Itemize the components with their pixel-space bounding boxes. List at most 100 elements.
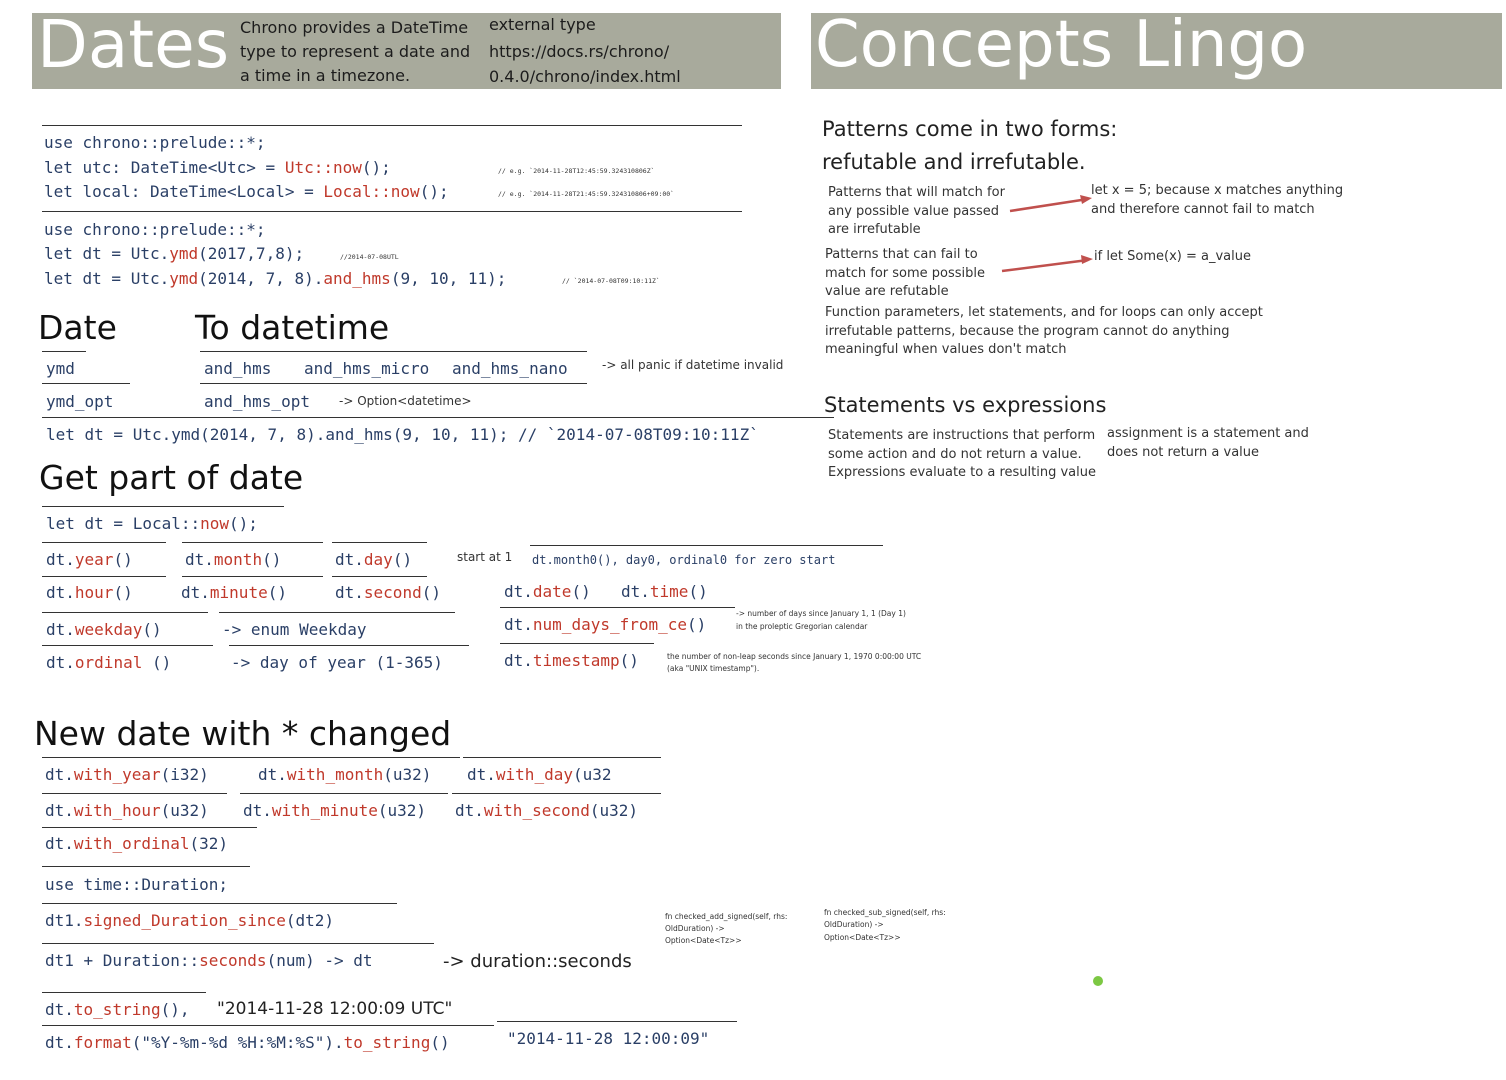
divider xyxy=(452,793,661,794)
fn-with-day: dt.with_day(u32 xyxy=(467,765,612,784)
fn-weekday: dt.weekday() xyxy=(46,620,162,639)
divider xyxy=(200,351,587,352)
external-type-label: external type xyxy=(489,15,596,34)
divider xyxy=(42,943,434,944)
patterns-heading: refutable and irrefutable. xyxy=(822,150,1086,174)
fn-and-hms-nano: and_hms_nano xyxy=(452,359,568,378)
divider xyxy=(42,827,257,828)
example-line: let dt = Utc.ymd(2014, 7, 8).and_hms(9, … xyxy=(46,425,759,444)
checked-add-note: OldDuration) -> xyxy=(665,924,725,933)
divider xyxy=(42,645,213,646)
code-comment: // `2014-07-08T09:10:11Z` xyxy=(562,277,660,285)
start-note: start at 1 xyxy=(457,550,513,564)
fn-year: dt.year() xyxy=(46,550,133,569)
fn-and-hms-micro: and_hms_micro xyxy=(304,359,430,378)
format-value: "2014-11-28 12:00:09" xyxy=(507,1029,710,1048)
fn-signed-duration-since: dt1.signed_Duration_since(dt2) xyxy=(45,911,334,930)
checked-add-note: Option<Date<Tz>> xyxy=(665,936,742,945)
divider xyxy=(42,1025,494,1026)
dates-banner xyxy=(32,13,781,89)
duration-seconds-note: -> duration::seconds xyxy=(443,951,632,972)
divider xyxy=(42,612,208,613)
option-note: -> Option<datetime> xyxy=(339,394,472,408)
divider xyxy=(182,542,323,543)
code-line: use chrono::prelude::*; xyxy=(44,133,266,152)
fn-ordinal: dt.ordinal () xyxy=(46,653,172,672)
divider xyxy=(530,545,883,546)
code-line: let utc: DateTime<Utc> = Utc::now(); xyxy=(44,158,391,177)
to-string-value: "2014-11-28 12:00:09 UTC" xyxy=(217,999,453,1019)
divider xyxy=(500,607,735,608)
external-url-line1[interactable]: https://docs.rs/chrono/ xyxy=(489,42,670,61)
divider xyxy=(500,643,654,644)
timestamp-note: the number of non-leap seconds since Jan… xyxy=(667,652,922,661)
fn-to-string: dt.to_string(), xyxy=(45,1000,190,1019)
section-title-get-part: Get part of date xyxy=(39,458,304,497)
divider xyxy=(42,903,397,904)
code-comment: // e.g. `2014-11-28T21:45:59.324310806+0… xyxy=(498,190,675,198)
divider xyxy=(42,383,130,384)
divider xyxy=(229,645,469,646)
fn-minute: dt.minute() xyxy=(181,583,287,602)
divider xyxy=(42,351,86,352)
fn-and-hms: and_hms xyxy=(204,359,272,378)
checked-sub-note: OldDuration) -> xyxy=(824,920,884,929)
divider xyxy=(42,125,742,126)
patterns-heading: Patterns come in two forms: xyxy=(822,117,1118,141)
checked-sub-note: Option<Date<Tz>> xyxy=(824,933,901,942)
function-params-note: Function parameters, let statements, and… xyxy=(825,305,1263,357)
code-line: let dt = Utc.ymd(2014, 7, 8).and_hms(9, … xyxy=(44,269,507,288)
divider xyxy=(332,542,427,543)
section-title-to-datetime: To datetime xyxy=(195,308,390,347)
fn-and-hms-opt: and_hms_opt xyxy=(204,392,310,411)
fn-with-ordinal: dt.with_ordinal(32) xyxy=(45,834,229,853)
fn-time: dt.time() xyxy=(621,582,708,601)
num-days-note: in the proleptic Gregorian calendar xyxy=(736,622,868,631)
divider xyxy=(332,576,427,577)
timestamp-note: (aka "UNIX timestamp"). xyxy=(667,664,760,673)
divider xyxy=(463,757,661,758)
divider xyxy=(42,866,250,867)
code-comment: //2014-07-08UTL xyxy=(340,253,399,261)
code-line: let dt = Utc.ymd(2017,7,8); xyxy=(44,244,305,263)
fn-num-days-from-ce: dt.num_days_from_ce() xyxy=(504,615,707,634)
fn-with-minute: dt.with_minute(u32) xyxy=(243,801,427,820)
divider xyxy=(42,793,227,794)
code-line: let local: DateTime<Local> = Local::now(… xyxy=(44,182,449,201)
external-url-line2[interactable]: 0.4.0/chrono/index.html xyxy=(489,67,681,86)
weekday-return: -> enum Weekday xyxy=(222,620,367,639)
fn-second: dt.second() xyxy=(335,583,441,602)
dates-description: Chrono provides a DateTime type to repre… xyxy=(240,18,471,85)
arrow-irrefutable xyxy=(1009,195,1092,213)
checked-sub-note: fn checked_sub_signed(self, rhs: xyxy=(824,908,946,917)
code-line: let dt = Local::now(); xyxy=(46,514,258,533)
divider xyxy=(182,576,323,577)
divider xyxy=(42,542,166,543)
concepts-title: Concepts Lingo xyxy=(815,8,1308,82)
divider xyxy=(240,793,448,794)
divider xyxy=(42,992,206,993)
fn-ymd-opt: ymd_opt xyxy=(46,392,114,411)
dates-title: Dates xyxy=(37,6,230,83)
green-dot xyxy=(1093,976,1103,986)
refutable-example: if let Some(x) = a_value xyxy=(1094,249,1251,264)
fn-format: dt.format("%Y-%m-%d %H:%M:%S").to_string… xyxy=(45,1033,450,1052)
divider xyxy=(219,612,455,613)
section-title-date: Date xyxy=(38,308,117,347)
statements-desc: Statements are instructions that perform… xyxy=(828,428,1096,480)
statements-heading: Statements vs expressions xyxy=(824,393,1107,417)
divider xyxy=(42,757,460,758)
code-line: use time::Duration; xyxy=(45,875,229,894)
code-comment: // e.g. `2014-11-28T12:45:59.324310806Z` xyxy=(498,167,655,175)
fn-date: dt.date() xyxy=(504,582,591,601)
panic-note: -> all panic if datetime invalid xyxy=(602,358,784,372)
section-title-new-date: New date with * changed xyxy=(34,714,452,753)
divider xyxy=(42,506,284,507)
zero-start-note: dt.month0(), day0, ordinal0 for zero sta… xyxy=(532,553,836,567)
fn-ymd: ymd xyxy=(46,359,75,378)
divider xyxy=(497,1021,737,1022)
